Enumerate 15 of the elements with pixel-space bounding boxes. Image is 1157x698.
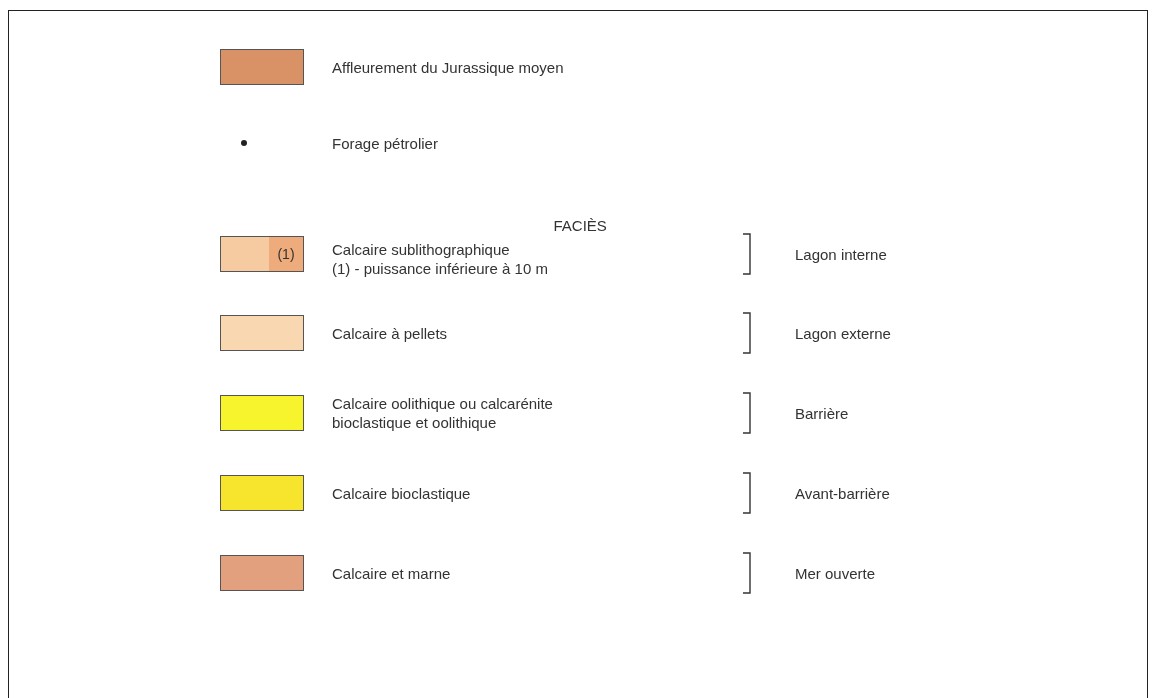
legend-text: Calcaire et marne xyxy=(332,563,451,583)
legend-text: Calcaire oolithique ou calcarénite bioclastique et oolithique xyxy=(332,394,554,432)
legend-text: Calcaire bioclastique xyxy=(332,483,471,503)
environment-label: Lagon interne xyxy=(795,245,887,264)
footnote-mark: (1) xyxy=(269,237,303,271)
footnote-text: (1) - puissance inférieure à 10 m xyxy=(332,259,548,278)
legend-text: Calcaire sublithographique xyxy=(332,240,510,259)
legend-text: Affleurement du Jurassique moyen xyxy=(332,57,564,77)
environment-label: Mer ouverte xyxy=(795,564,876,583)
legend-text: Forage pétrolier xyxy=(332,133,438,153)
environment-label: Avant-barrière xyxy=(795,484,890,503)
legend-text: Calcaire à pellets xyxy=(332,323,448,343)
environment-label: Lagon externe xyxy=(795,324,891,343)
section-heading: FACIÈS xyxy=(553,216,607,235)
environment-label: Barrière xyxy=(795,404,849,423)
